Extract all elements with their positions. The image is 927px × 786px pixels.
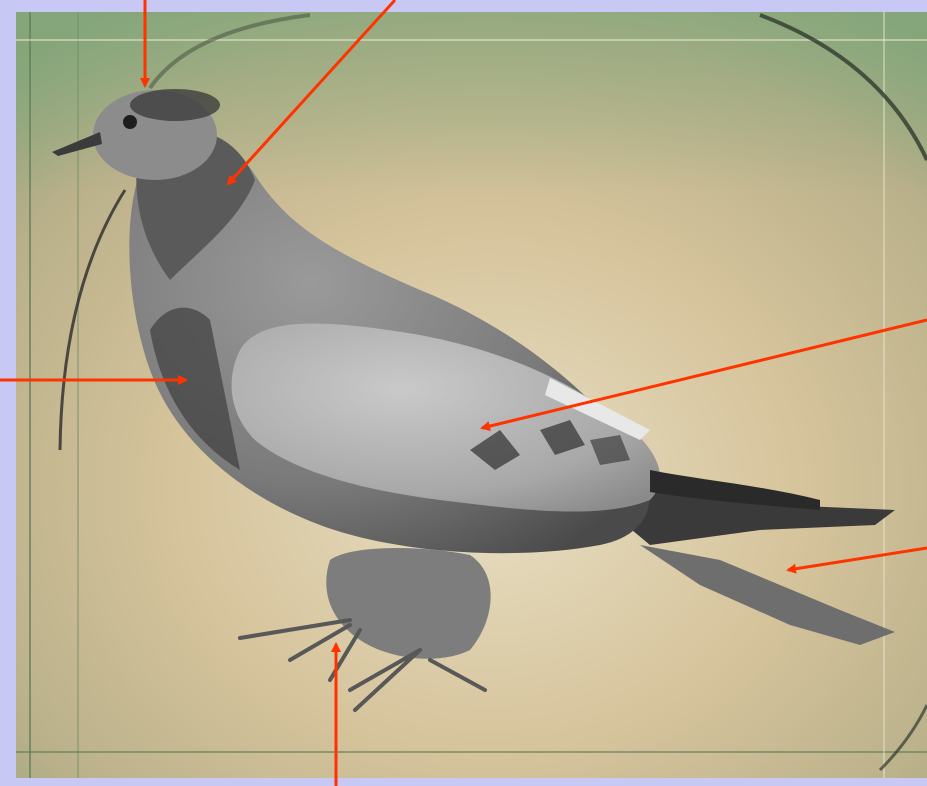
pigeon-head-crown — [130, 89, 220, 121]
pigeon-eye — [123, 115, 137, 129]
